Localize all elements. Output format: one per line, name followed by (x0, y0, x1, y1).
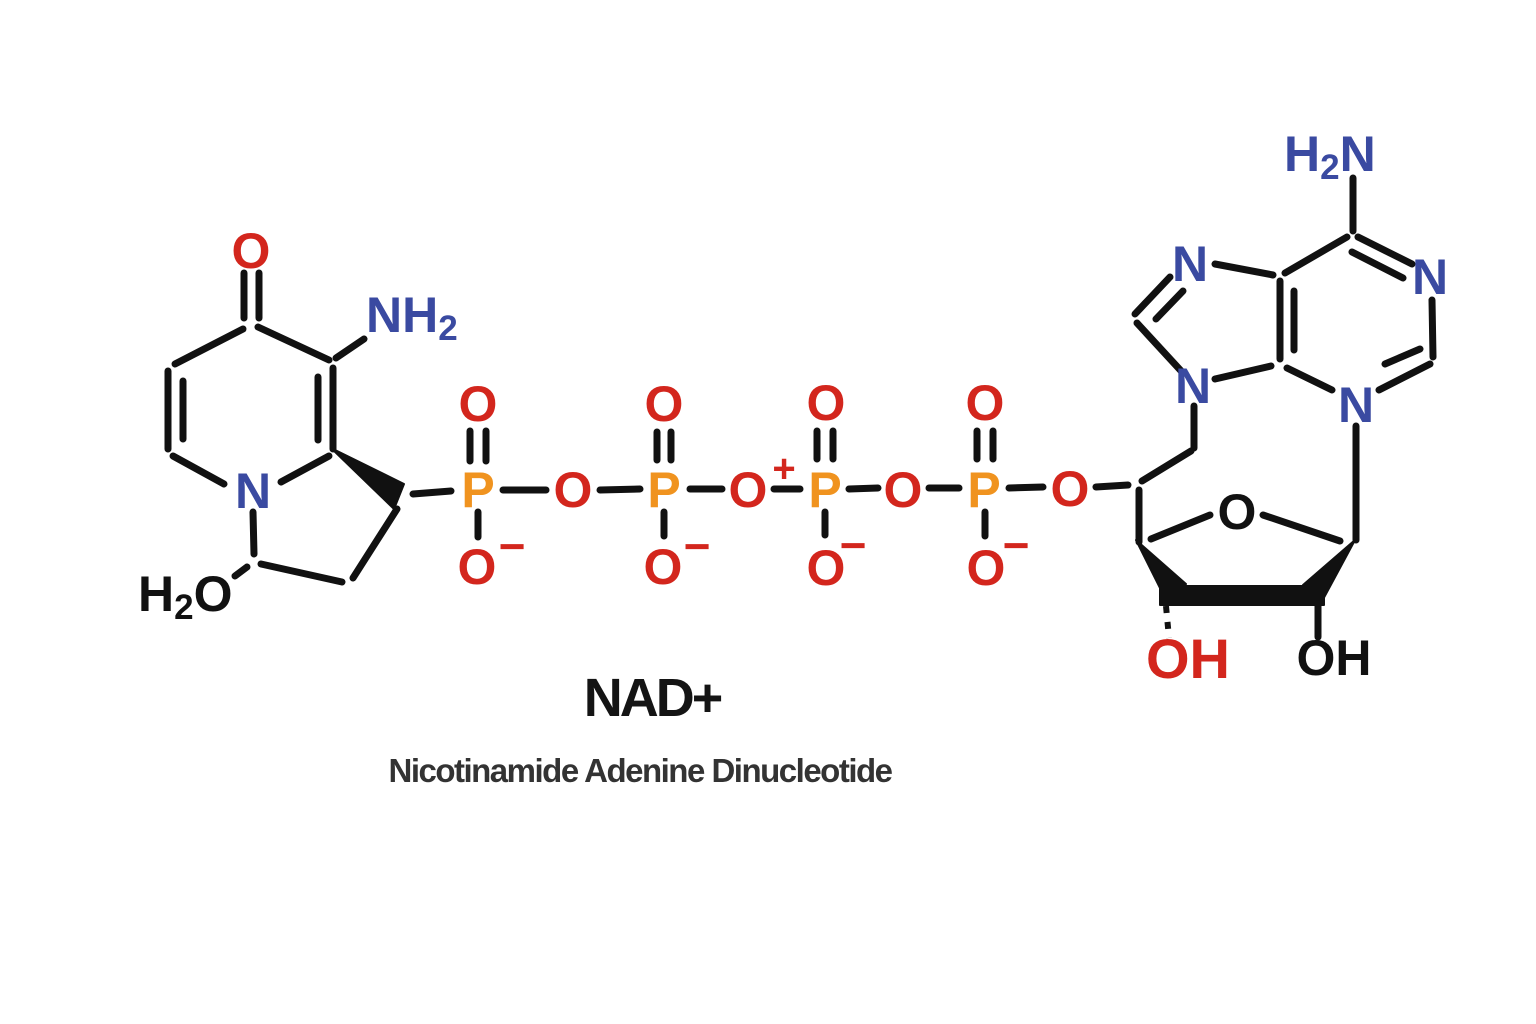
bond (1211, 260, 1277, 279)
bond (169, 452, 228, 488)
bond (277, 452, 333, 486)
stereo-wedge-bond (330, 447, 405, 510)
carbonyl-oxygen-label: O (232, 223, 271, 279)
p4-oxo-label: O (966, 375, 1005, 431)
p4-minus-sign: − (1003, 519, 1030, 571)
bond-double-inner (1381, 345, 1424, 368)
page-subtitle: Nicotinamide Adenine Dinucleotide (388, 752, 892, 789)
adenine-labels: H2N N N N N (1172, 126, 1448, 433)
p1-oxo-label: O (459, 376, 498, 432)
p4-oxide-label: O (967, 540, 1006, 596)
ribose-labels: O OH OH (1146, 484, 1372, 690)
glycosidic-bond (1138, 447, 1195, 485)
nh-text: NH (366, 287, 438, 343)
water-h2o-label: H2O (138, 566, 232, 627)
bond (231, 563, 251, 580)
p2-minus-sign: − (684, 520, 711, 572)
phosphate-chain-labels: P P P P O O O O O O O O − − − − O O O O … (458, 375, 1090, 596)
h2o-subscript: 2 (174, 588, 193, 627)
caption: NAD+ Nicotinamide Adenine Dinucleotide (388, 668, 894, 789)
nicotinamide-bonds (164, 269, 455, 586)
bond-double-inner (1152, 287, 1187, 323)
bond (1428, 296, 1437, 361)
bond (1131, 273, 1174, 318)
bond (1375, 360, 1434, 394)
bond (249, 508, 258, 558)
pyrimidine-n1-label: N (1412, 249, 1448, 305)
amine-h2n-label: H2N (1284, 126, 1376, 187)
bond (257, 560, 346, 586)
pyridine-nitrogen-label: N (235, 463, 271, 519)
imidazole-n9-label: N (1175, 358, 1211, 414)
bridge-oxygen-2-label: O (729, 462, 768, 518)
ribose-bonds (1135, 486, 1356, 641)
phosphorus-3-label: P (808, 462, 841, 518)
bond (1211, 362, 1275, 383)
bond (349, 505, 401, 582)
amide-nh2-label: NH2 (366, 287, 458, 348)
phosphorus-2-label: P (647, 462, 680, 518)
hydroxyl-red-label: OH (1146, 627, 1230, 690)
p2-oxide-label: O (644, 539, 683, 595)
h2n-subscript: 2 (1320, 148, 1339, 187)
pyrimidine-n3-label: N (1338, 377, 1374, 433)
bridge-bond (1005, 483, 1047, 492)
ribose-wedge-right (1302, 539, 1356, 606)
ribose-ring-oxygen-label: O (1218, 484, 1257, 540)
bridge-bond (596, 485, 644, 494)
phosphorus-1-label: P (461, 462, 494, 518)
bond (1283, 364, 1336, 394)
bond-to-phosphate (409, 487, 455, 498)
bond (171, 325, 247, 368)
h-text: H (1284, 126, 1320, 182)
n-text: N (1340, 126, 1376, 182)
p1-oxide-label: O (458, 539, 497, 595)
bridge-bond (1092, 481, 1132, 491)
bond (1281, 233, 1351, 277)
adenine-bonds (1131, 174, 1437, 544)
bridge-oxygen-plus-sign: + (772, 447, 795, 491)
o-text: O (194, 566, 233, 622)
bond-double-inner (1348, 248, 1407, 282)
page-title: NAD+ (584, 668, 722, 728)
bond (1147, 511, 1214, 543)
bridge-oxygen-4-label: O (1051, 461, 1090, 517)
bridge-oxygen-1-label: O (554, 462, 593, 518)
nh2-subscript: 2 (438, 309, 457, 348)
phosphate-chain-bonds (466, 427, 1132, 541)
p3-minus-sign: − (840, 519, 867, 571)
bond (1133, 319, 1187, 377)
hydroxyl-black-label: OH (1297, 630, 1372, 686)
ribose-bold-edge (1159, 585, 1325, 606)
hydroxyl-dashed-bond (1163, 605, 1172, 639)
p3-oxide-label: O (807, 540, 846, 596)
bond (1354, 233, 1416, 268)
bridge-oxygen-3-label: O (884, 462, 923, 518)
nicotinamide-labels: O NH2 N H2O (138, 223, 458, 627)
bond (254, 323, 333, 364)
p1-minus-sign: − (499, 520, 526, 572)
amide-bond (332, 335, 368, 362)
bridge-bond (845, 484, 882, 493)
p3-oxo-label: O (807, 375, 846, 431)
bond (1259, 511, 1344, 545)
imidazole-n7-label: N (1172, 236, 1208, 292)
h-text: H (138, 566, 174, 622)
phosphorus-4-label: P (967, 462, 1000, 518)
p2-oxo-label: O (645, 376, 684, 432)
